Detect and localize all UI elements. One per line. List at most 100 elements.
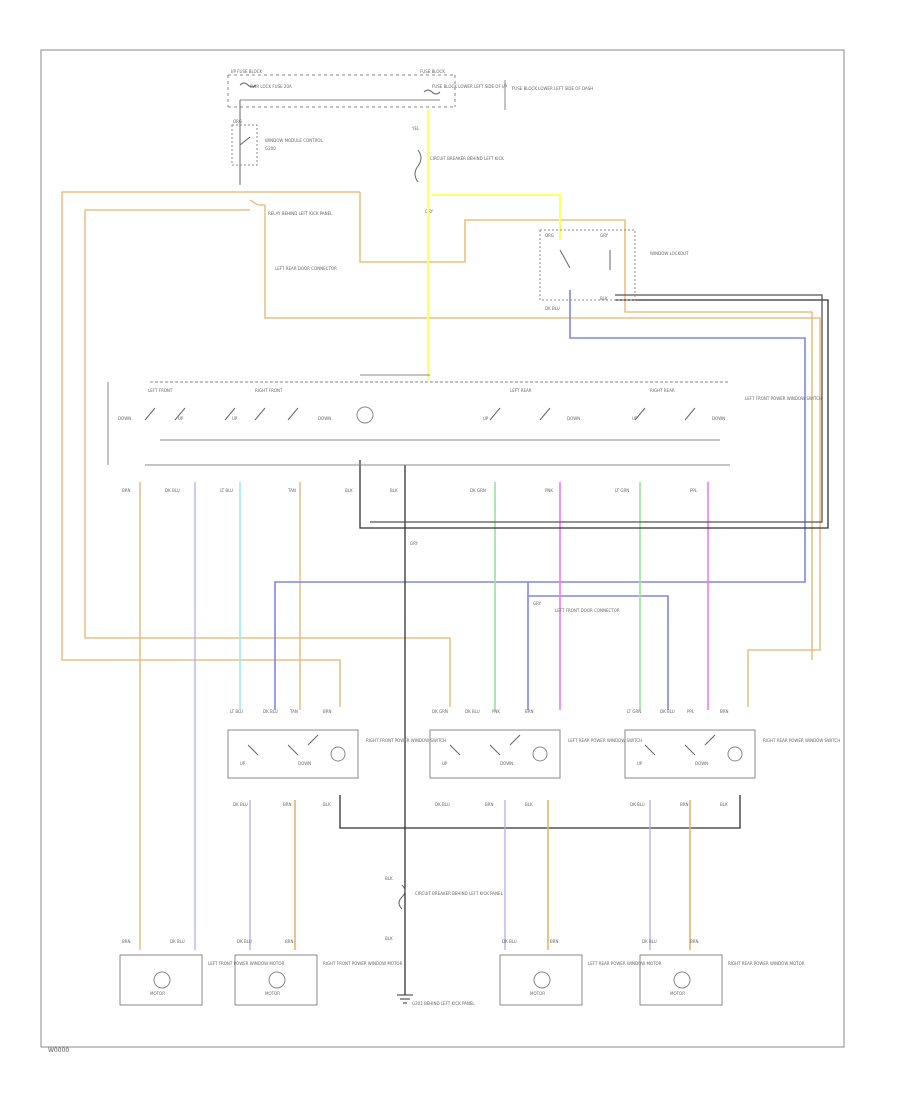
door-switch-name: RIGHT REAR POWER WINDOW SWITCH bbox=[763, 738, 840, 743]
door-switch-bottom-wire: BRN bbox=[485, 802, 494, 807]
master-contact-1: UP bbox=[178, 416, 184, 421]
wire-orange-to-splice bbox=[359, 192, 813, 660]
motor-name: RIGHT FRONT POWER WINDOW MOTOR bbox=[323, 961, 403, 966]
breaker-name: CIRCUIT BREAKER BEHIND LEFT KICK bbox=[430, 156, 504, 161]
door-switch-bottom-wire: BLK bbox=[720, 802, 728, 807]
fuse-right-symbol bbox=[423, 89, 441, 95]
door-switch-lamp bbox=[330, 746, 346, 762]
door-switch-top-wire: BRN bbox=[323, 709, 332, 714]
master-pin-3: TAN bbox=[287, 488, 296, 493]
wires bbox=[61, 110, 829, 995]
door-switch-bottom-wire: BRN bbox=[283, 802, 292, 807]
fuse-left-label: PWR LOCK FUSE 20A bbox=[250, 84, 292, 89]
master-pin-0: BRN bbox=[122, 488, 131, 493]
door-switch-box bbox=[227, 729, 359, 779]
door-switch-box bbox=[429, 729, 561, 779]
breaker-wire-out: GRY bbox=[425, 209, 434, 214]
master-power-window-switch: LEFT FRONT RIGHT FRONT LEFT REAR RIGHT R… bbox=[107, 374, 822, 546]
master-contact-5: DOWN bbox=[567, 416, 580, 421]
door-switch-top-wire: BRN bbox=[720, 709, 729, 714]
relay-name: WINDOW MODULE CONTROL bbox=[265, 138, 324, 143]
motor-wire-b: BRN bbox=[690, 939, 699, 944]
door-switch-top-wire: LT GRN bbox=[627, 709, 641, 714]
master-pin-6: DK GRN bbox=[470, 488, 486, 493]
motor-wire-b: BRN bbox=[285, 939, 294, 944]
motor-symbol bbox=[533, 971, 551, 989]
fuse-right-label: FUSE BLOCK LOWER LEFT SIDE OF I/P bbox=[432, 84, 508, 89]
door-switch-lamp bbox=[727, 746, 743, 762]
motor-symbol bbox=[153, 971, 171, 989]
door-connector-splice: GRY LEFT FRONT DOOR CONNECTOR bbox=[533, 601, 620, 613]
master-contact-3: DOWN bbox=[318, 416, 331, 421]
door-switch-contacts bbox=[449, 734, 521, 756]
master-illumination-lamp bbox=[356, 406, 374, 424]
door-switch-top-wire: PPL bbox=[687, 709, 695, 714]
motor-box bbox=[499, 954, 583, 1006]
fuse-block: I/P FUSE BLOCK FUSE BLOCK PWR LOCK FUSE … bbox=[227, 69, 593, 110]
lockout-wire-b: GRY bbox=[600, 233, 609, 238]
master-group-0: LEFT FRONT bbox=[148, 388, 173, 393]
door-switch-box bbox=[624, 729, 756, 779]
motor-wire-a: DK BLU bbox=[642, 939, 657, 944]
wire-blk-master-ground bbox=[359, 299, 829, 529]
master-pin-8: LT GRN bbox=[615, 488, 629, 493]
door-switch-top-wire: BRN bbox=[525, 709, 534, 714]
motor-wire-b: BRN bbox=[550, 939, 559, 944]
master-group-2: LEFT REAR bbox=[510, 388, 532, 393]
door-switch-down: DOWN bbox=[500, 761, 513, 766]
breaker-wire-label: YEL bbox=[411, 126, 420, 131]
relay-note: RELAY BEHIND LEFT KICK PANEL bbox=[268, 211, 333, 216]
motor-name: LEFT REAR POWER WINDOW MOTOR bbox=[588, 961, 662, 966]
relay-box bbox=[231, 124, 258, 166]
master-group-3: RIGHT REAR bbox=[650, 388, 675, 393]
door-switch-bottom-wire: BRN bbox=[680, 802, 689, 807]
door-switch-lamp bbox=[532, 746, 548, 762]
ground-circuit-breaker: BLK CIRCUIT BREAKER BEHIND LEFT KICK PAN… bbox=[385, 876, 504, 1006]
door-switch-name: LEFT REAR POWER WINDOW SWITCH bbox=[568, 738, 642, 743]
door-switch-top-wire: TAN bbox=[289, 709, 298, 714]
wire-orange-left-loop bbox=[61, 191, 360, 707]
door-switch-contacts bbox=[644, 734, 716, 756]
wire-blue-rr-switch bbox=[528, 595, 669, 710]
door-switch-top-wire: DK BLU bbox=[465, 709, 480, 714]
motor-label: MOTOR bbox=[530, 991, 545, 996]
door-switch-top-wire: DK GRN bbox=[432, 709, 448, 714]
master-contact-2: UP bbox=[232, 416, 238, 421]
ground-symbol bbox=[397, 994, 413, 1004]
door-switch-up: UP bbox=[240, 761, 246, 766]
master-contacts-symbols bbox=[144, 407, 696, 421]
door-switch-top-wire: LT BLU bbox=[230, 709, 243, 714]
wire-blue-lockout bbox=[274, 290, 806, 710]
master-contact-4: UP bbox=[483, 416, 489, 421]
door-switch-top-wire: PNK bbox=[492, 709, 500, 714]
motor-name: LEFT FRONT POWER WINDOW MOTOR bbox=[208, 961, 285, 966]
lockout-name: WINDOW LOCKOUT bbox=[650, 251, 689, 256]
motor-box bbox=[639, 954, 723, 1006]
door-switch-bottom-wire: BLK bbox=[323, 802, 331, 807]
master-contact-7: DOWN bbox=[712, 416, 725, 421]
motors: MOTOR LEFT FRONT POWER WINDOW MOTOR BRN DK … bbox=[119, 939, 805, 1006]
motor-symbol bbox=[268, 971, 286, 989]
motor-box bbox=[119, 954, 203, 1006]
door-switch-down: DOWN bbox=[298, 761, 311, 766]
gnd-breaker-name: CIRCUIT BREAKER BEHIND LEFT KICK PANEL bbox=[415, 891, 504, 896]
window-motor-2: MOTOR LEFT REAR POWER WINDOW MOTOR DK BLU B… bbox=[499, 939, 662, 1006]
door-switch-bottom-wire: DK BLU bbox=[233, 802, 248, 807]
splice-name: LEFT FRONT DOOR CONNECTOR bbox=[555, 608, 620, 613]
breaker-symbol bbox=[414, 149, 422, 183]
gnd-breaker-wire-out: BLK bbox=[385, 936, 393, 941]
motor-wire-a: DK BLU bbox=[237, 939, 252, 944]
wire-orange-relay-2 bbox=[249, 199, 265, 206]
door-switch-down: DOWN bbox=[695, 761, 708, 766]
master-contact-6: UP bbox=[632, 416, 638, 421]
fuse-left-symbol bbox=[239, 82, 257, 88]
relay-contact-symbol bbox=[239, 136, 251, 146]
lockout-wire-c: DK BLU bbox=[545, 306, 560, 311]
master-pin-4: BLK bbox=[345, 488, 353, 493]
lockout-contact bbox=[559, 249, 611, 270]
